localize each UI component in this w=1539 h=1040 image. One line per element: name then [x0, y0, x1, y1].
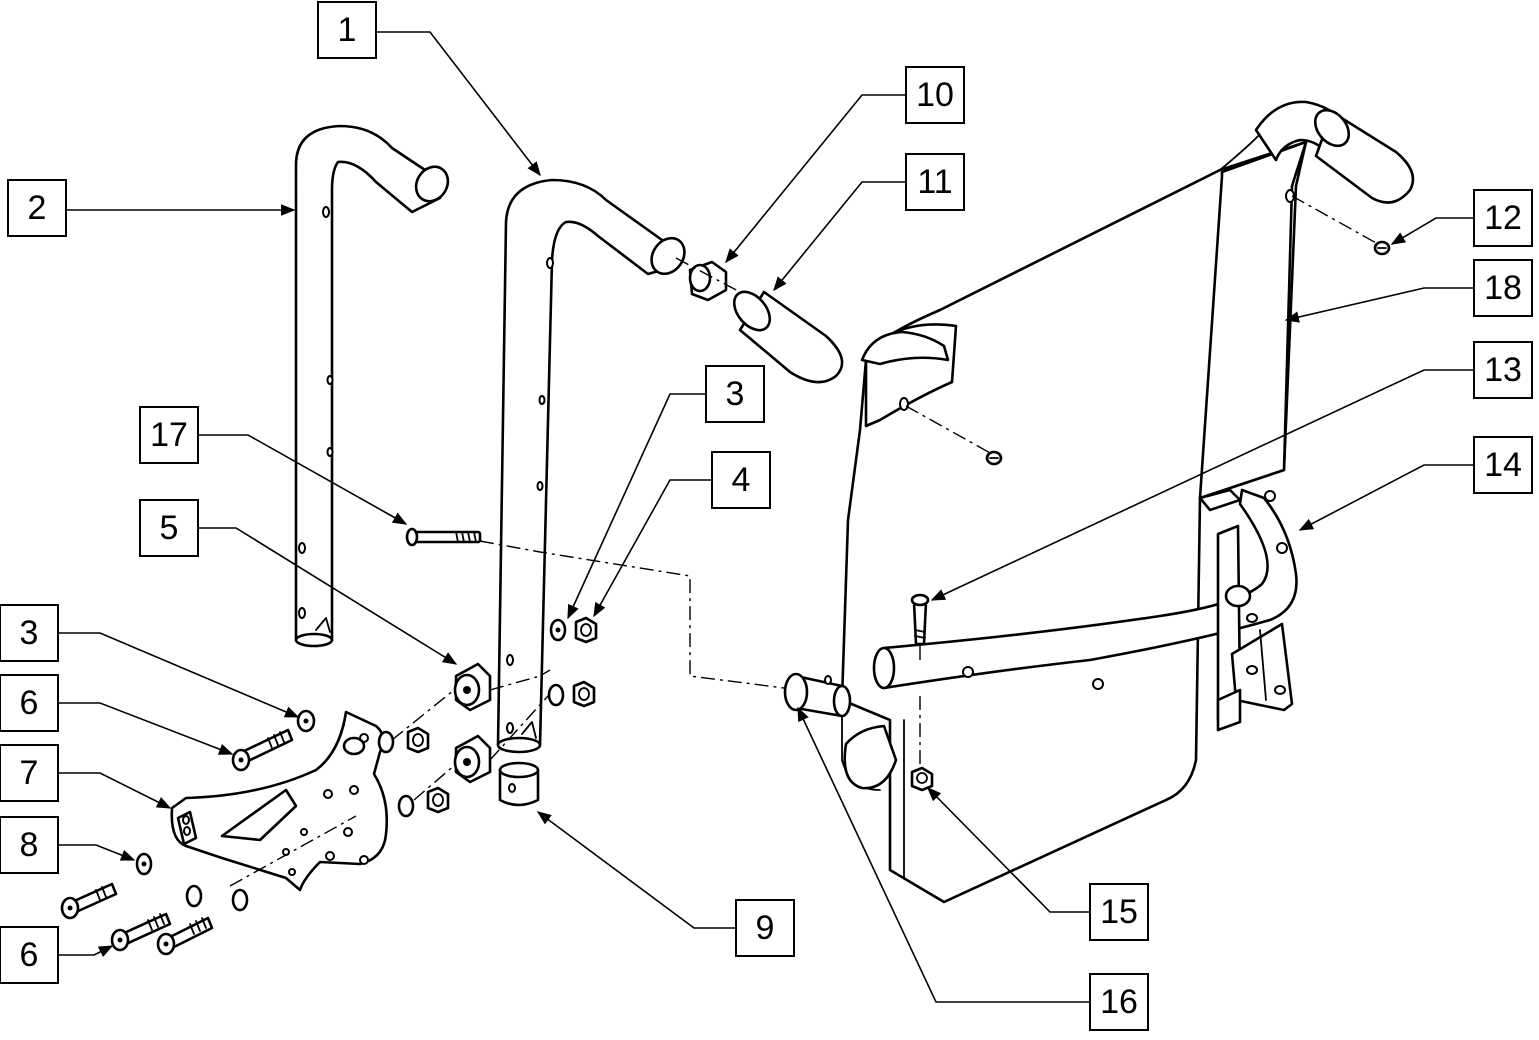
bolt-upper-left — [231, 728, 294, 772]
pivot-pin-16 — [783, 672, 852, 718]
callout-6b: 6 — [0, 926, 59, 984]
callout-5: 5 — [139, 499, 199, 557]
axis-line-screw — [479, 540, 785, 689]
armrest-tube — [872, 488, 1298, 690]
svg-text:6: 6 — [20, 936, 39, 974]
svg-text:8: 8 — [20, 826, 39, 864]
callout-7: 7 — [0, 744, 59, 802]
svg-text:6: 6 — [20, 684, 39, 722]
svg-text:2: 2 — [28, 189, 47, 227]
push-handle-tube-center — [496, 178, 686, 754]
callout-14: 14 — [1473, 436, 1533, 494]
bolt-lower-2 — [110, 912, 172, 952]
callout-13: 13 — [1473, 341, 1533, 399]
callout-6a: 6 — [0, 674, 59, 732]
right-handle-top — [1254, 100, 1415, 204]
callout-18: 18 — [1473, 259, 1533, 317]
callout-16: 16 — [1089, 973, 1149, 1031]
svg-text:14: 14 — [1484, 446, 1522, 484]
axis-line-screw-left — [905, 405, 993, 455]
axis-line-screw-12 — [1291, 195, 1379, 245]
callout-8: 8 — [0, 816, 59, 874]
svg-text:3: 3 — [726, 375, 745, 413]
svg-text:10: 10 — [916, 76, 954, 114]
callout-17: 17 — [139, 406, 199, 464]
axis-line-upper — [489, 669, 551, 691]
washer-left — [296, 709, 316, 733]
axis-line-bracket-bolts — [229, 815, 357, 887]
washer-8 — [135, 852, 153, 876]
callout-12: 12 — [1473, 189, 1533, 247]
mounting-bracket-plate — [170, 710, 389, 892]
leader-lines — [58, 31, 1474, 1003]
armrest-screw-13 — [910, 593, 930, 646]
nut-15 — [910, 766, 934, 792]
callout-3a: 3 — [705, 365, 765, 423]
callout-3b: 3 — [0, 604, 59, 662]
callout-4: 4 — [711, 451, 771, 509]
handle-grip — [732, 290, 844, 384]
svg-text:1: 1 — [338, 11, 357, 49]
right-mount-hardware — [1216, 524, 1294, 732]
callout-9: 9 — [735, 899, 795, 957]
spacer-lower — [453, 734, 492, 784]
svg-text:7: 7 — [20, 754, 39, 792]
callout-15: 15 — [1089, 883, 1149, 941]
axis-line-bracket-upper — [343, 689, 455, 741]
long-screw-bolt — [405, 527, 482, 547]
washers-lower — [185, 884, 249, 912]
tube-collar — [498, 761, 540, 807]
backrest-upholstery — [840, 131, 1308, 904]
push-handle-tube-left — [294, 124, 450, 648]
svg-text:12: 12 — [1484, 199, 1522, 237]
svg-text:17: 17 — [150, 416, 188, 454]
svg-text:4: 4 — [732, 461, 751, 499]
svg-text:11: 11 — [917, 163, 952, 201]
screw-12 — [1373, 240, 1391, 256]
axis-line-bracket-lower — [413, 763, 457, 801]
washer-nut-group-upper — [547, 616, 598, 708]
callout-10: 10 — [905, 66, 965, 124]
screw-backrest — [985, 450, 1003, 466]
handle-plug — [688, 260, 728, 302]
svg-text:9: 9 — [756, 909, 775, 947]
callout-1: 1 — [317, 1, 377, 59]
callout-2: 2 — [7, 179, 67, 237]
bracket-washer-nut-group — [377, 726, 450, 818]
svg-text:16: 16 — [1100, 983, 1138, 1021]
callout-11: 11 — [905, 153, 965, 211]
bolt-lower-1 — [60, 882, 118, 920]
svg-text:5: 5 — [160, 509, 179, 547]
bolt-lower-3 — [156, 916, 214, 956]
svg-text:13: 13 — [1484, 351, 1522, 389]
svg-text:18: 18 — [1484, 269, 1522, 307]
spacer-upper — [453, 662, 492, 712]
svg-text:15: 15 — [1100, 893, 1138, 931]
svg-text:3: 3 — [20, 614, 39, 652]
